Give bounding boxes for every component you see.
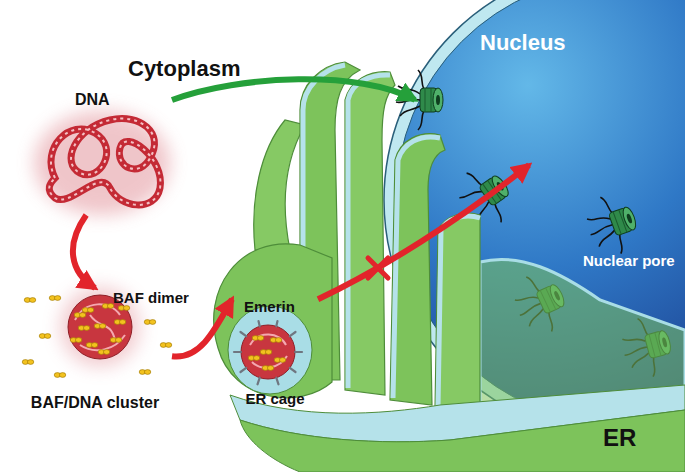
process-arrow [73,215,95,288]
baf-dna-cluster: BAF/DNA cluster [18,288,172,412]
node-text: Nucleus [480,30,566,56]
process-arrow [318,165,529,299]
protein-label: Emerin [244,298,295,315]
dna-strand: DNA [40,90,172,215]
node-text: ER cage [245,390,304,408]
node-text: DNA [75,90,110,109]
nucleus: Nucleus [415,20,680,165]
region-label: Cytoplasm [128,56,240,81]
structure-label: Nuclear pore [583,252,675,269]
import-arrow [172,79,415,100]
node-text: BAF/DNA cluster [31,393,159,412]
protein-label: BAF dimer [113,289,189,306]
organelle-label: ER [603,424,636,452]
process-arrow [172,299,232,356]
